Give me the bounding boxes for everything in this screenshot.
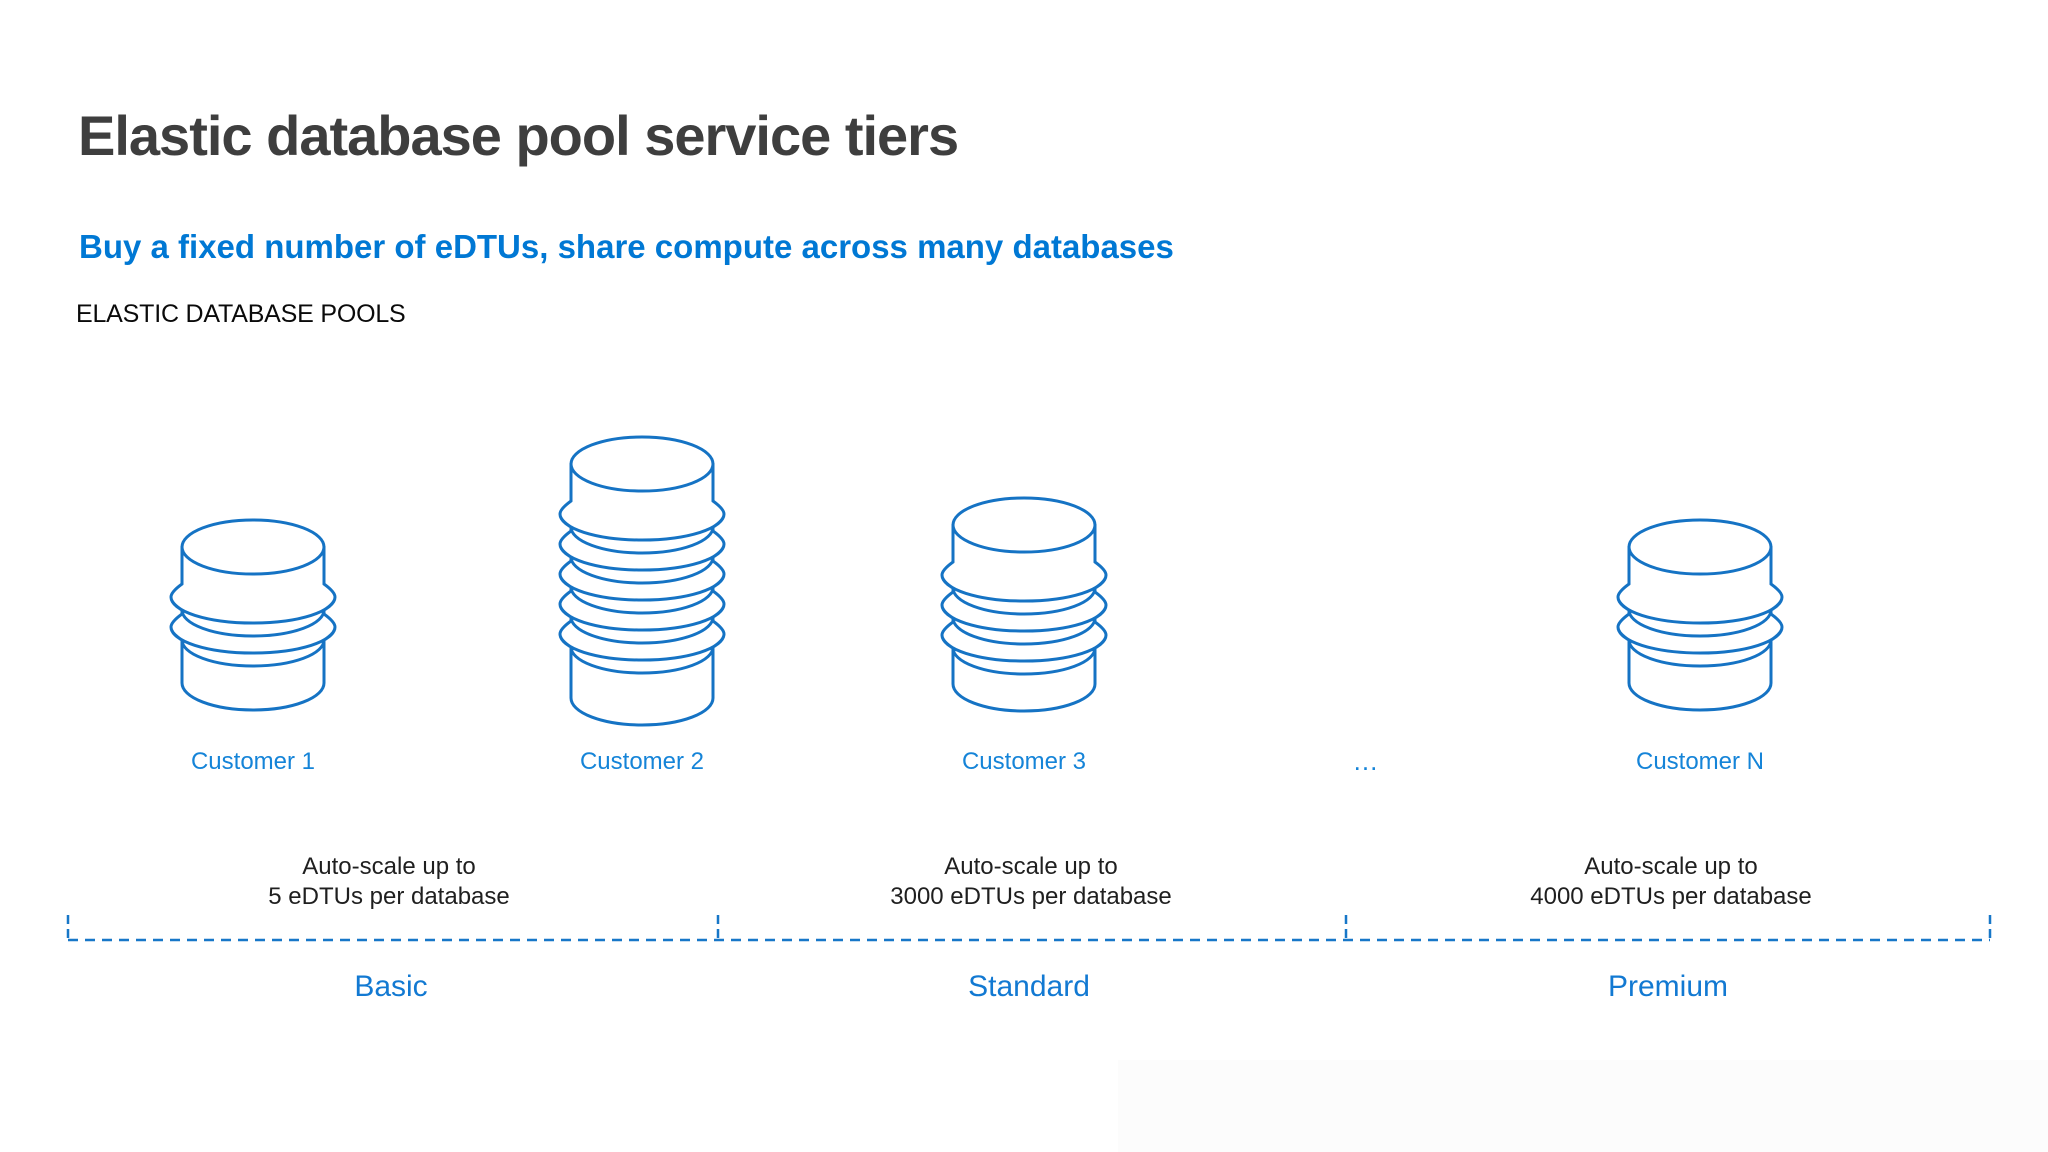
ellipsis-more-customers: ... — [1353, 746, 1379, 776]
page-subtitle: Buy a fixed number of eDTUs, share compu… — [79, 228, 1174, 265]
autoscale-caption-premium: Auto-scale up to 4000 eDTUs per database — [1530, 852, 1812, 912]
tier-label-standard: Standard — [968, 970, 1090, 1003]
customer-2-label: Customer 2 — [579, 748, 705, 775]
autoscale-caption-basic: Auto-scale up to 5 eDTUs per database — [268, 852, 509, 912]
autoscale-line2: 5 eDTUs per database — [268, 883, 510, 910]
customer-3-label: Customer 3 — [961, 748, 1087, 775]
page-title: Elastic database pool service tiers — [78, 104, 959, 167]
autoscale-line2: 3000 eDTUs per database — [890, 883, 1172, 910]
customer-1-label: Customer 1 — [190, 748, 316, 775]
database-cylinder-icon — [940, 496, 1108, 713]
database-cylinder-icon — [169, 518, 337, 712]
autoscale-line1: Auto-scale up to — [302, 853, 476, 880]
background-corner-tint — [1118, 1060, 2048, 1152]
tier-label-premium: Premium — [1607, 970, 1729, 1003]
autoscale-line1: Auto-scale up to — [1584, 853, 1758, 880]
autoscale-line2: 4000 eDTUs per database — [1530, 883, 1812, 910]
database-cylinder-icon — [558, 435, 726, 727]
autoscale-line1: Auto-scale up to — [944, 853, 1118, 880]
section-heading-elastic-database-pools: ELASTIC DATABASE POOLS — [76, 300, 406, 328]
database-cylinder-icon — [1616, 518, 1784, 712]
customer-n-label: Customer N — [1635, 748, 1765, 775]
autoscale-caption-standard: Auto-scale up to 3000 eDTUs per database — [890, 852, 1172, 912]
tier-label-basic: Basic — [354, 970, 428, 1003]
